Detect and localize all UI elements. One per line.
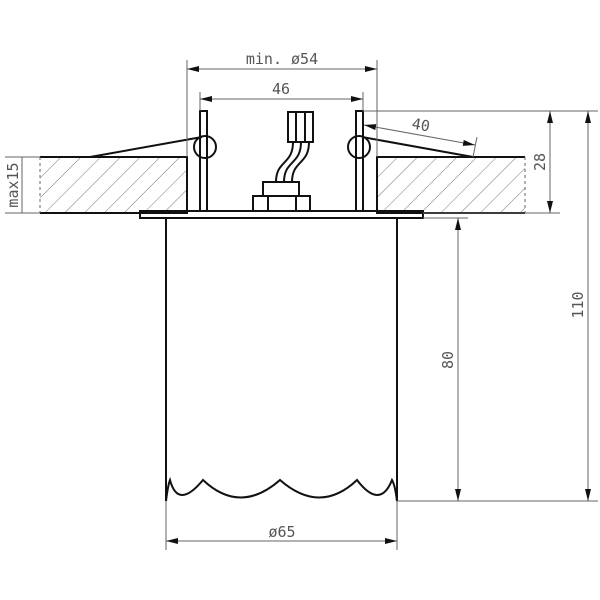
- connector: [252, 111, 314, 212]
- dimension-lines: [5, 60, 598, 550]
- lamp-body: [139, 210, 424, 502]
- dim-visible-height: 80: [439, 351, 457, 369]
- dim-outer-diameter: ø65: [268, 523, 295, 541]
- dim-total-height: 110: [569, 291, 587, 318]
- dim-cutout-diameter: min. ø54: [246, 50, 318, 68]
- dim-recess-height: 28: [531, 153, 549, 171]
- dim-spring-span: 46: [272, 80, 290, 98]
- dim-spring-length: 40: [410, 115, 431, 136]
- dim-ceiling-thickness: max15: [4, 162, 22, 207]
- spring-clips: [89, 110, 474, 212]
- ceiling-section: [39, 156, 526, 214]
